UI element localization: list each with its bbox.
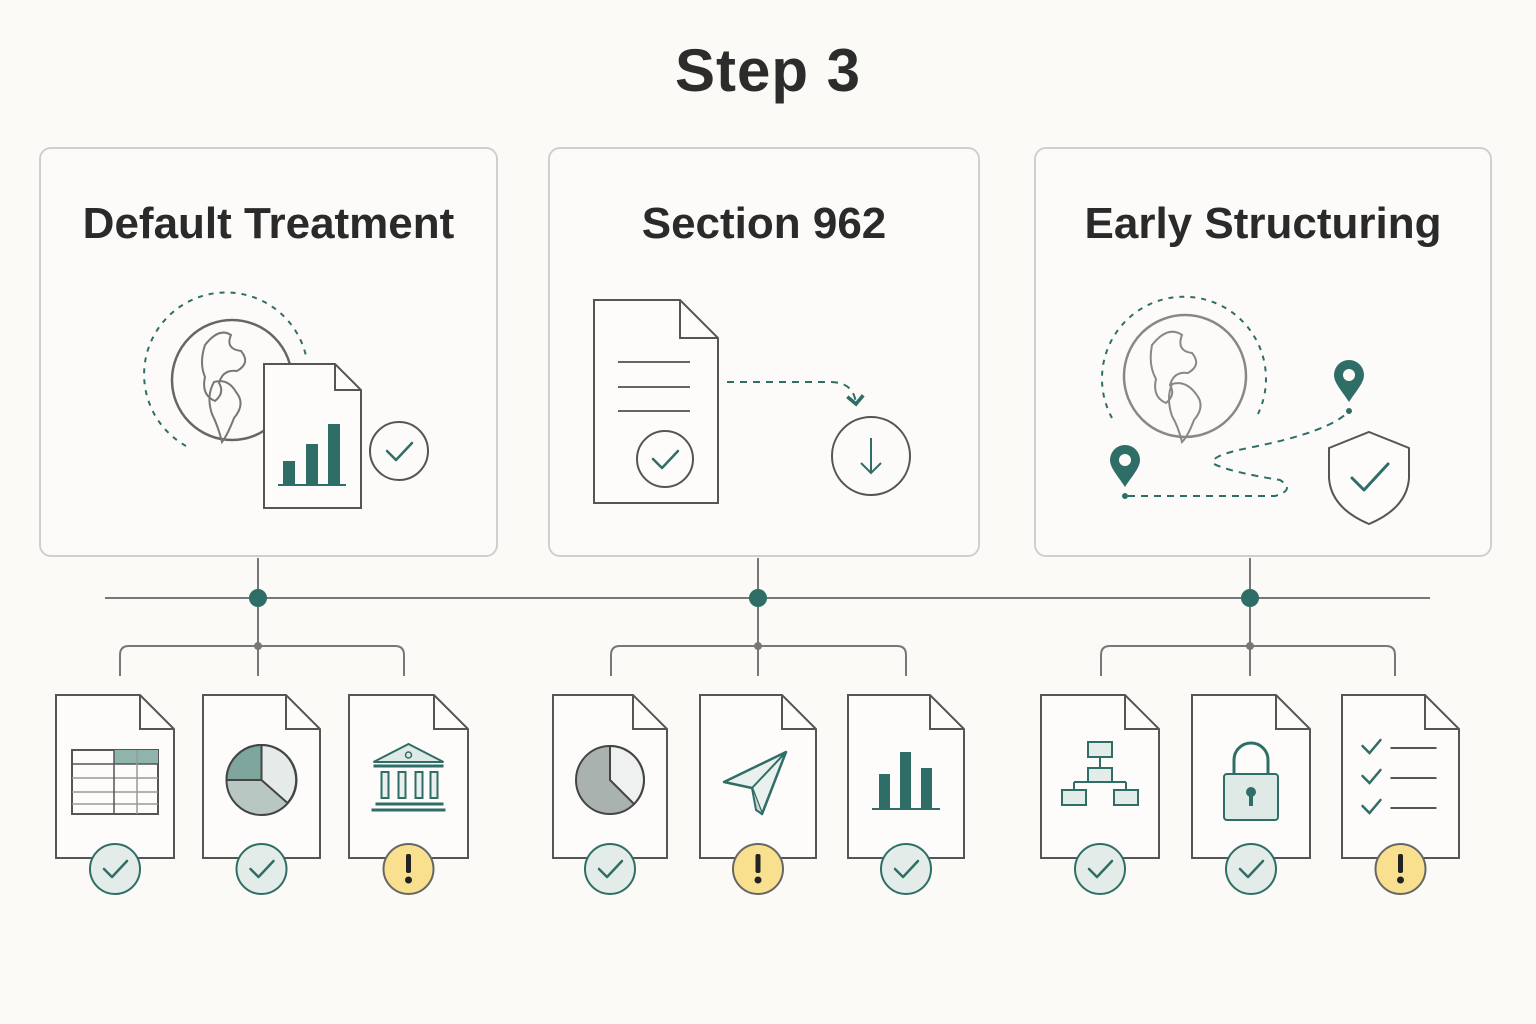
document-card <box>1191 694 1311 895</box>
spreadsheet-icon <box>71 749 159 815</box>
warning-status-icon <box>1374 843 1427 895</box>
panel-default-treatment: Default Treatment <box>39 147 498 557</box>
check-circle-icon <box>636 430 694 488</box>
download-circle-icon <box>831 416 911 496</box>
shield-check-icon <box>1328 430 1410 526</box>
check-status-icon <box>880 843 932 895</box>
bar-chart-document-icon <box>263 363 362 509</box>
timeline-node <box>749 589 767 607</box>
timeline-node <box>249 589 267 607</box>
document-cards <box>55 694 1460 895</box>
document-card <box>847 694 965 895</box>
branch-bracket <box>119 642 405 676</box>
panel-early-structuring: Early Structuring <box>1034 147 1492 557</box>
document-card <box>699 694 817 895</box>
document-card <box>55 694 175 895</box>
branch-bracket <box>1100 642 1396 676</box>
dashed-route-icon <box>1128 410 1350 497</box>
check-status-icon <box>89 843 141 895</box>
warning-status-icon <box>732 843 784 895</box>
document-card <box>202 694 321 895</box>
pie-chart-icon <box>225 744 298 816</box>
location-pin-icon <box>1334 360 1364 414</box>
document-card <box>552 694 668 895</box>
document-card <box>1040 694 1160 895</box>
branch-bracket <box>610 642 907 676</box>
dashed-orbit-icon <box>1101 295 1267 419</box>
dashed-orbit-icon <box>143 291 307 447</box>
dashed-arrow-icon <box>727 381 865 407</box>
panel-title: Section 962 <box>641 199 887 248</box>
check-status-icon <box>1074 843 1126 895</box>
page-title: Step 3 <box>674 37 862 104</box>
document-icon <box>593 299 719 504</box>
check-status-icon <box>235 843 288 895</box>
check-status-icon <box>1225 843 1277 895</box>
timeline-node <box>1241 589 1259 607</box>
panel-title: Default Treatment <box>82 199 455 248</box>
globe-icon <box>1122 313 1248 444</box>
document-card <box>1341 694 1460 895</box>
check-status-icon <box>584 843 636 895</box>
warning-status-icon <box>382 843 435 895</box>
location-pin-icon <box>1110 445 1140 499</box>
check-circle-icon <box>369 421 429 481</box>
pie-chart-icon <box>575 745 645 815</box>
document-card <box>348 694 469 895</box>
panel-title: Early Structuring <box>1084 199 1442 248</box>
